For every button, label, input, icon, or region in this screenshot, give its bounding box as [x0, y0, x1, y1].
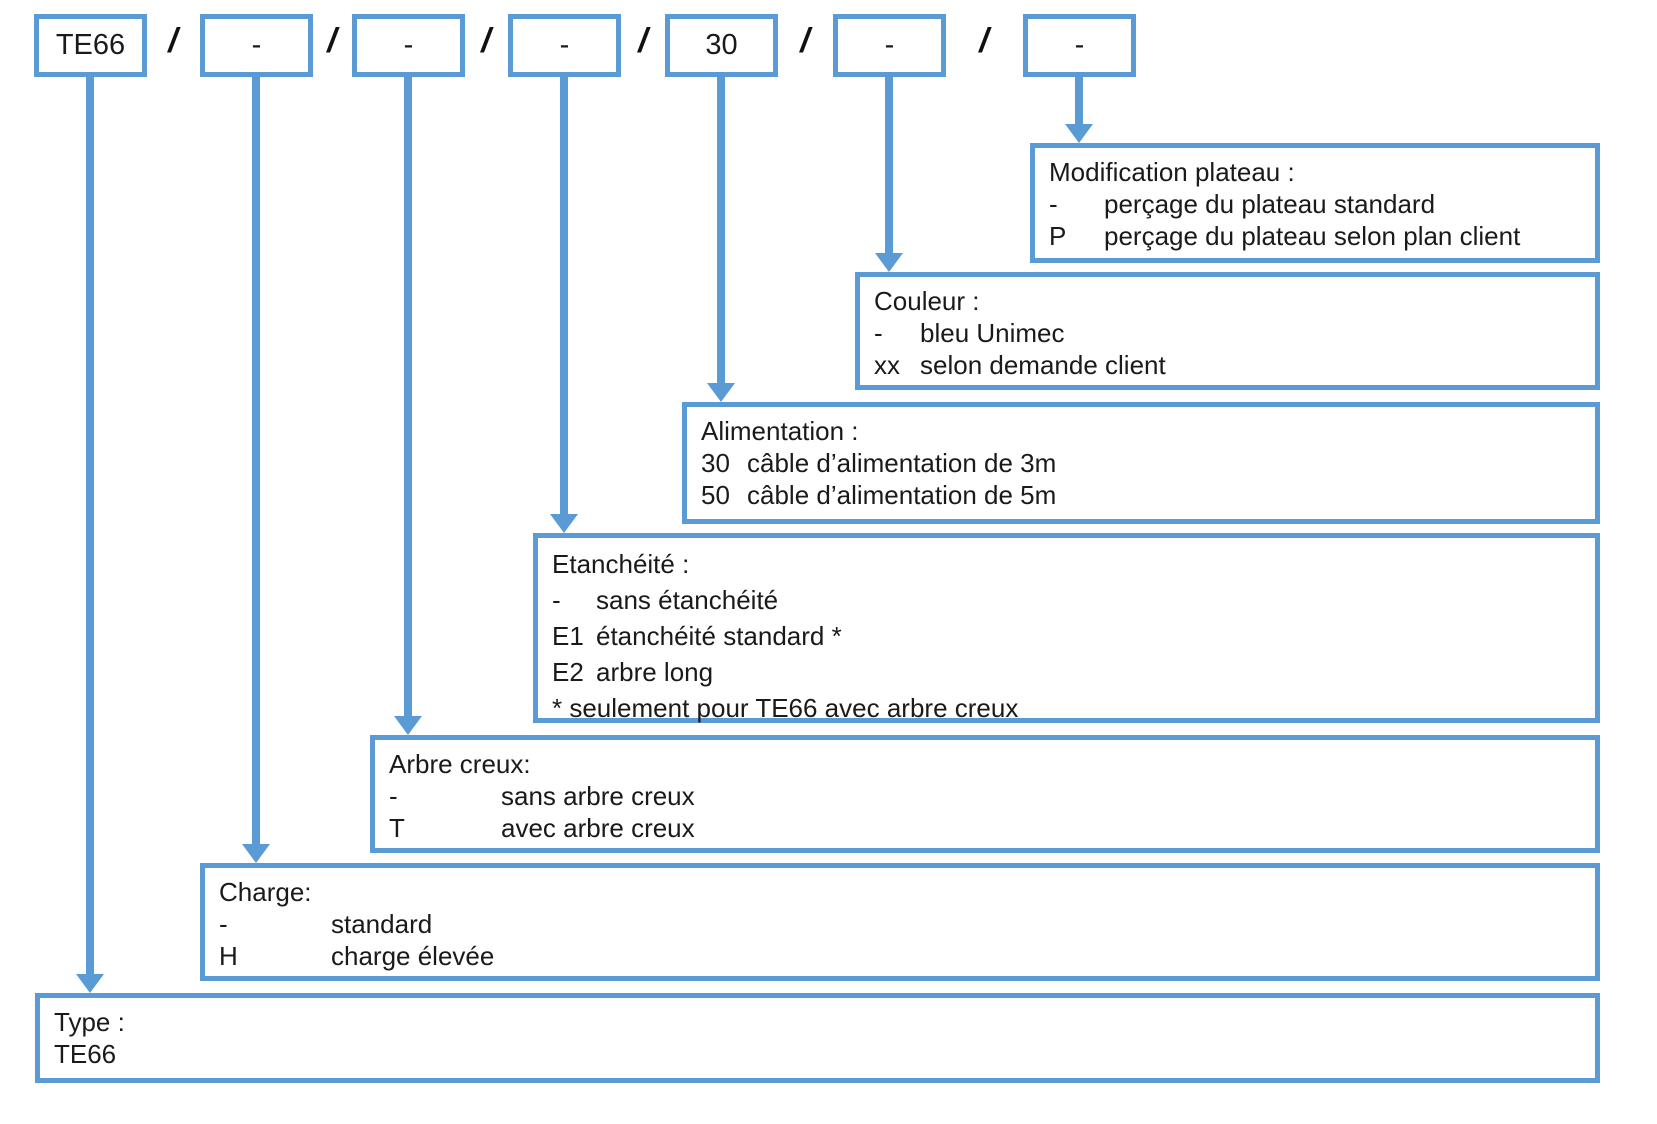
- arrow-shaft: [885, 77, 893, 254]
- code-segment-value: -: [559, 29, 570, 61]
- arrow-shaft: [404, 77, 412, 717]
- option-label: perçage du plateau standard: [1104, 189, 1436, 219]
- option-label: avec arbre creux: [501, 813, 695, 843]
- legend-footnote: * seulement pour TE66 avec arbre creux: [552, 693, 1019, 723]
- code-segment-box-type: TE66: [34, 14, 147, 77]
- arrow-head: [242, 844, 270, 863]
- legend-box-modification-plateau: Modification plateau : - perçage du plat…: [1030, 143, 1600, 263]
- code-segment-box-etancheite: -: [508, 14, 621, 77]
- legend-title: Modification plateau :: [1049, 157, 1295, 187]
- legend-title: Couleur :: [874, 286, 980, 316]
- option-code: -: [552, 585, 561, 615]
- legend-option: - standard: [219, 908, 1595, 940]
- option-label: standard: [331, 909, 433, 939]
- code-segment-box-modification: -: [1023, 14, 1136, 77]
- code-segment-value: TE66: [55, 29, 126, 61]
- arrow-head: [550, 514, 578, 533]
- option-code: xx: [874, 350, 900, 380]
- legend-title: Arbre creux:: [389, 749, 531, 779]
- legend-option: xx selon demande client: [874, 349, 1595, 381]
- code-segment-box-alimentation: 30: [665, 14, 778, 77]
- option-label: perçage du plateau selon plan client: [1104, 221, 1521, 251]
- arrow-head: [875, 253, 903, 272]
- option-code: T: [389, 813, 405, 843]
- option-label: sans arbre creux: [501, 781, 695, 811]
- option-label: charge élevée: [331, 941, 495, 971]
- option-label: sans étanchéité: [596, 585, 779, 615]
- legend-option: T avec arbre creux: [389, 812, 1595, 844]
- arrow-shaft: [717, 77, 725, 384]
- code-separator: /: [800, 22, 810, 60]
- legend-option: - bleu Unimec: [874, 317, 1595, 349]
- option-code: -: [1049, 189, 1058, 219]
- legend-option: E2 arbre long: [552, 654, 1595, 690]
- legend-option: - sans arbre creux: [389, 780, 1595, 812]
- arrow-head: [1065, 124, 1093, 143]
- code-separator: /: [327, 22, 337, 60]
- option-code: 30: [701, 448, 730, 478]
- legend-box-charge: Charge: - standard H charge élevée: [200, 863, 1600, 981]
- code-separator: /: [638, 22, 648, 60]
- option-code: E1: [552, 621, 584, 651]
- arrow-shaft: [1075, 77, 1083, 125]
- option-code: -: [389, 781, 398, 811]
- code-segment-value: -: [251, 29, 262, 61]
- legend-option: P perçage du plateau selon plan client: [1049, 220, 1595, 252]
- legend-option: 30 câble d’alimentation de 3m: [701, 447, 1595, 479]
- option-code: 50: [701, 480, 730, 510]
- option-code: -: [874, 318, 883, 348]
- option-code: -: [219, 909, 228, 939]
- arrow-head: [394, 716, 422, 735]
- legend-option: E1 étanchéité standard *: [552, 618, 1595, 654]
- arrow-head: [707, 383, 735, 402]
- legend-title: Etanchéité :: [552, 549, 690, 579]
- legend-title: Charge:: [219, 877, 312, 907]
- option-label: câble d’alimentation de 3m: [747, 448, 1057, 478]
- arrow-shaft: [86, 77, 94, 975]
- code-separator: /: [979, 22, 989, 60]
- legend-option: - sans étanchéité: [552, 582, 1595, 618]
- code-segment-value: -: [884, 29, 895, 61]
- code-separator: /: [168, 22, 178, 60]
- option-code: E2: [552, 657, 584, 687]
- code-segment-value: -: [1074, 29, 1085, 61]
- code-segment-value: -: [403, 29, 414, 61]
- code-segment-box-couleur: -: [833, 14, 946, 77]
- legend-option: H charge élevée: [219, 940, 1595, 972]
- legend-box-etancheite: Etanchéité : - sans étanchéité E1 étanch…: [533, 533, 1600, 723]
- legend-option: - perçage du plateau standard: [1049, 188, 1595, 220]
- code-segment-box-charge: -: [200, 14, 313, 77]
- legend-box-type: Type : TE66: [35, 993, 1600, 1083]
- code-segment-value: 30: [705, 29, 738, 61]
- legend-box-arbre-creux: Arbre creux: - sans arbre creux T avec a…: [370, 735, 1600, 853]
- option-label: étanchéité standard *: [596, 621, 842, 651]
- arrow-shaft: [560, 77, 568, 515]
- option-label: selon demande client: [920, 350, 1166, 380]
- arrow-head: [76, 974, 104, 993]
- legend-box-alimentation: Alimentation : 30 câble d’alimentation d…: [682, 402, 1600, 524]
- option-label: bleu Unimec: [920, 318, 1065, 348]
- legend-option: 50 câble d’alimentation de 5m: [701, 479, 1595, 511]
- code-segment-box-arbre-creux: -: [352, 14, 465, 77]
- arrow-shaft: [252, 77, 260, 845]
- legend-box-couleur: Couleur : - bleu Unimec xx selon demande…: [855, 272, 1600, 390]
- option-label: arbre long: [596, 657, 714, 687]
- code-separator: /: [481, 22, 491, 60]
- legend-title: Type :: [54, 1007, 125, 1037]
- option-code: H: [219, 941, 238, 971]
- legend-value: TE66: [54, 1039, 117, 1069]
- option-code: P: [1049, 221, 1067, 251]
- legend-title: Alimentation :: [701, 416, 859, 446]
- option-label: câble d’alimentation de 5m: [747, 480, 1057, 510]
